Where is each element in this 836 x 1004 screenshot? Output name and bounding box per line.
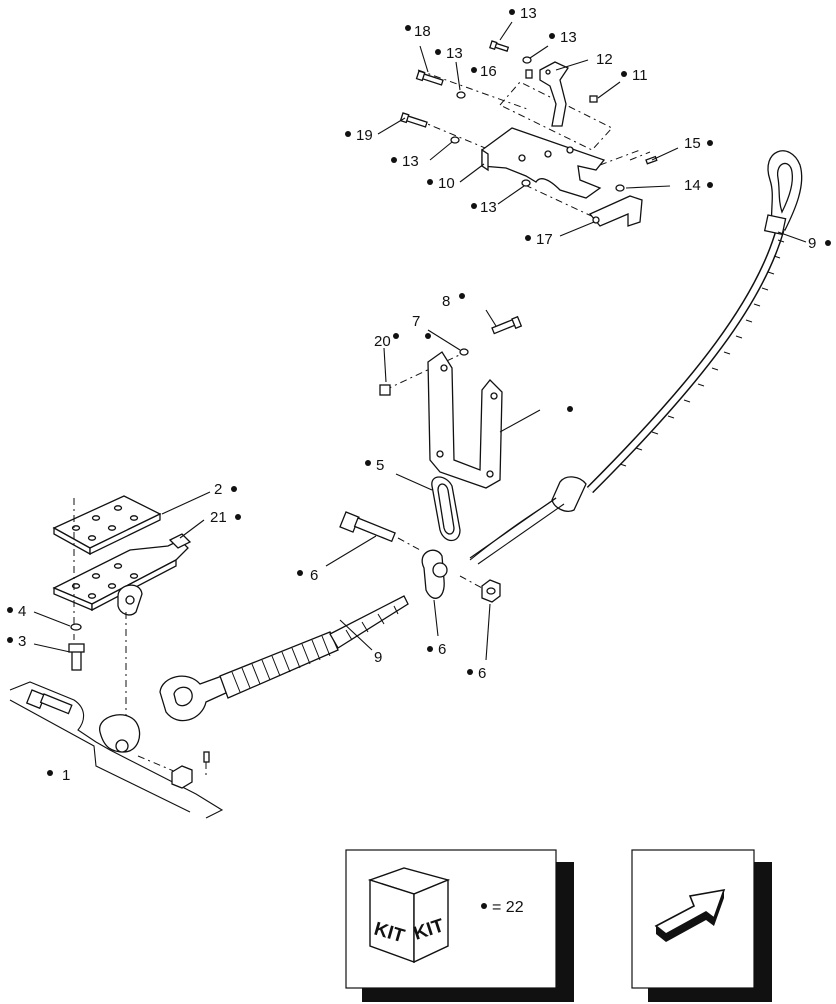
lower-rod-assembly — [9, 511, 501, 819]
svg-text:7: 7 — [412, 313, 420, 330]
svg-text:9: 9 — [374, 649, 382, 666]
svg-text:13: 13 — [560, 29, 577, 46]
bolt-18-mid — [399, 112, 428, 128]
shackle-6 — [421, 549, 445, 599]
callout-19: 20 — [374, 333, 399, 350]
svg-text:2: 2 — [214, 481, 222, 498]
svg-text:16: 16 — [480, 63, 497, 80]
svg-text:15: 15 — [684, 135, 701, 152]
washer-13b — [456, 91, 466, 99]
callout-13d: 13 — [471, 199, 497, 216]
callout-labels: 13 13 12 11 18 13 16 19 13 10 13 15 14 1… — [7, 5, 831, 784]
callout-16: 16 — [471, 63, 497, 80]
washer-13a — [522, 56, 532, 64]
washer-7 — [459, 348, 469, 356]
washer-13d — [521, 179, 531, 187]
pin-16 — [525, 69, 533, 79]
bracket-plate — [481, 127, 606, 199]
nut-lower — [171, 765, 193, 789]
upper-cable — [469, 150, 803, 565]
callout-13c: 13 — [391, 153, 419, 170]
callout-5: 5 — [365, 457, 384, 474]
callout-4: 4 — [7, 603, 26, 620]
svg-text:5: 5 — [376, 457, 384, 474]
callout-11: 11 — [621, 67, 648, 84]
next-page-arrow-icon — [654, 888, 726, 942]
callout-13a: 13 — [549, 29, 577, 46]
callout-18b: 19 — [345, 127, 373, 144]
kit-legend: KIT KIT = 22 — [345, 849, 574, 1002]
bolt-18-top — [415, 70, 444, 86]
plates — [52, 495, 192, 720]
svg-text:12: 12 — [596, 51, 613, 68]
callout-6b: 6 — [427, 641, 446, 658]
svg-text:19: 19 — [356, 127, 373, 144]
washer-13c — [450, 136, 460, 144]
svg-text:1: 1 — [62, 767, 70, 784]
callout-18a: 18 — [405, 23, 431, 40]
svg-text:6: 6 — [310, 567, 318, 584]
svg-text:20: 20 — [374, 333, 391, 350]
callout-21 — [567, 406, 573, 412]
svg-text:6: 6 — [478, 665, 486, 682]
svg-text:9: 9 — [808, 235, 816, 252]
svg-text:13: 13 — [446, 45, 463, 62]
hook-plate — [539, 61, 569, 127]
svg-text:18: 18 — [414, 23, 431, 40]
next-page-button[interactable] — [631, 849, 772, 1002]
nut-11 — [589, 95, 598, 103]
bolt-3 — [68, 643, 85, 671]
callout-9a: 9 — [808, 235, 831, 252]
nut-19 — [379, 384, 391, 396]
callout-17: 17 — [525, 231, 553, 248]
svg-text:6: 6 — [438, 641, 446, 658]
svg-text:4: 4 — [18, 603, 26, 620]
callout-8: 8 — [442, 293, 465, 310]
washer-13e — [615, 184, 625, 192]
bolt-8 — [491, 315, 523, 335]
pin-15 — [645, 155, 658, 165]
kit-legend-text: = 22 — [492, 899, 524, 916]
svg-text:11: 11 — [632, 67, 648, 84]
shackle-lower — [99, 714, 141, 753]
bracket-assembly — [399, 40, 658, 227]
washer-4 — [70, 623, 82, 631]
bolt-6 — [339, 511, 421, 551]
callout-3: 3 — [7, 633, 26, 650]
bolt-14 — [489, 40, 510, 52]
callout-20: 21 — [210, 509, 241, 526]
svg-text:21: 21 — [210, 509, 227, 526]
callout-15: 15 — [684, 135, 713, 152]
callout-12: 12 — [596, 51, 613, 68]
callout-13b: 13 — [435, 45, 463, 62]
svg-text:13: 13 — [480, 199, 497, 216]
svg-text:13: 13 — [402, 153, 419, 170]
lower-plate — [588, 195, 643, 227]
svg-text:3: 3 — [18, 633, 26, 650]
leader-lines — [33, 21, 807, 661]
callout-1: 1 — [47, 767, 70, 784]
callout-7: 7 — [412, 313, 431, 339]
svg-text:10: 10 — [438, 175, 455, 192]
bolt-lower — [25, 689, 73, 715]
callout-2: 2 — [214, 481, 237, 498]
kit-box-icon: KIT KIT — [367, 867, 451, 964]
svg-text:17: 17 — [536, 231, 553, 248]
callout-9b: 9 — [374, 649, 382, 666]
callout-6a: 6 — [297, 567, 318, 584]
callout-6c: 6 — [467, 665, 486, 682]
u-plate-assembly — [379, 315, 523, 542]
svg-text:14: 14 — [684, 177, 701, 194]
svg-text:8: 8 — [442, 293, 450, 310]
svg-text:13: 13 — [520, 5, 537, 22]
callout-14: 13 — [509, 5, 537, 22]
callout-10: 10 — [427, 175, 455, 192]
callout-13e: 14 — [684, 177, 713, 194]
u-plate — [427, 351, 503, 489]
